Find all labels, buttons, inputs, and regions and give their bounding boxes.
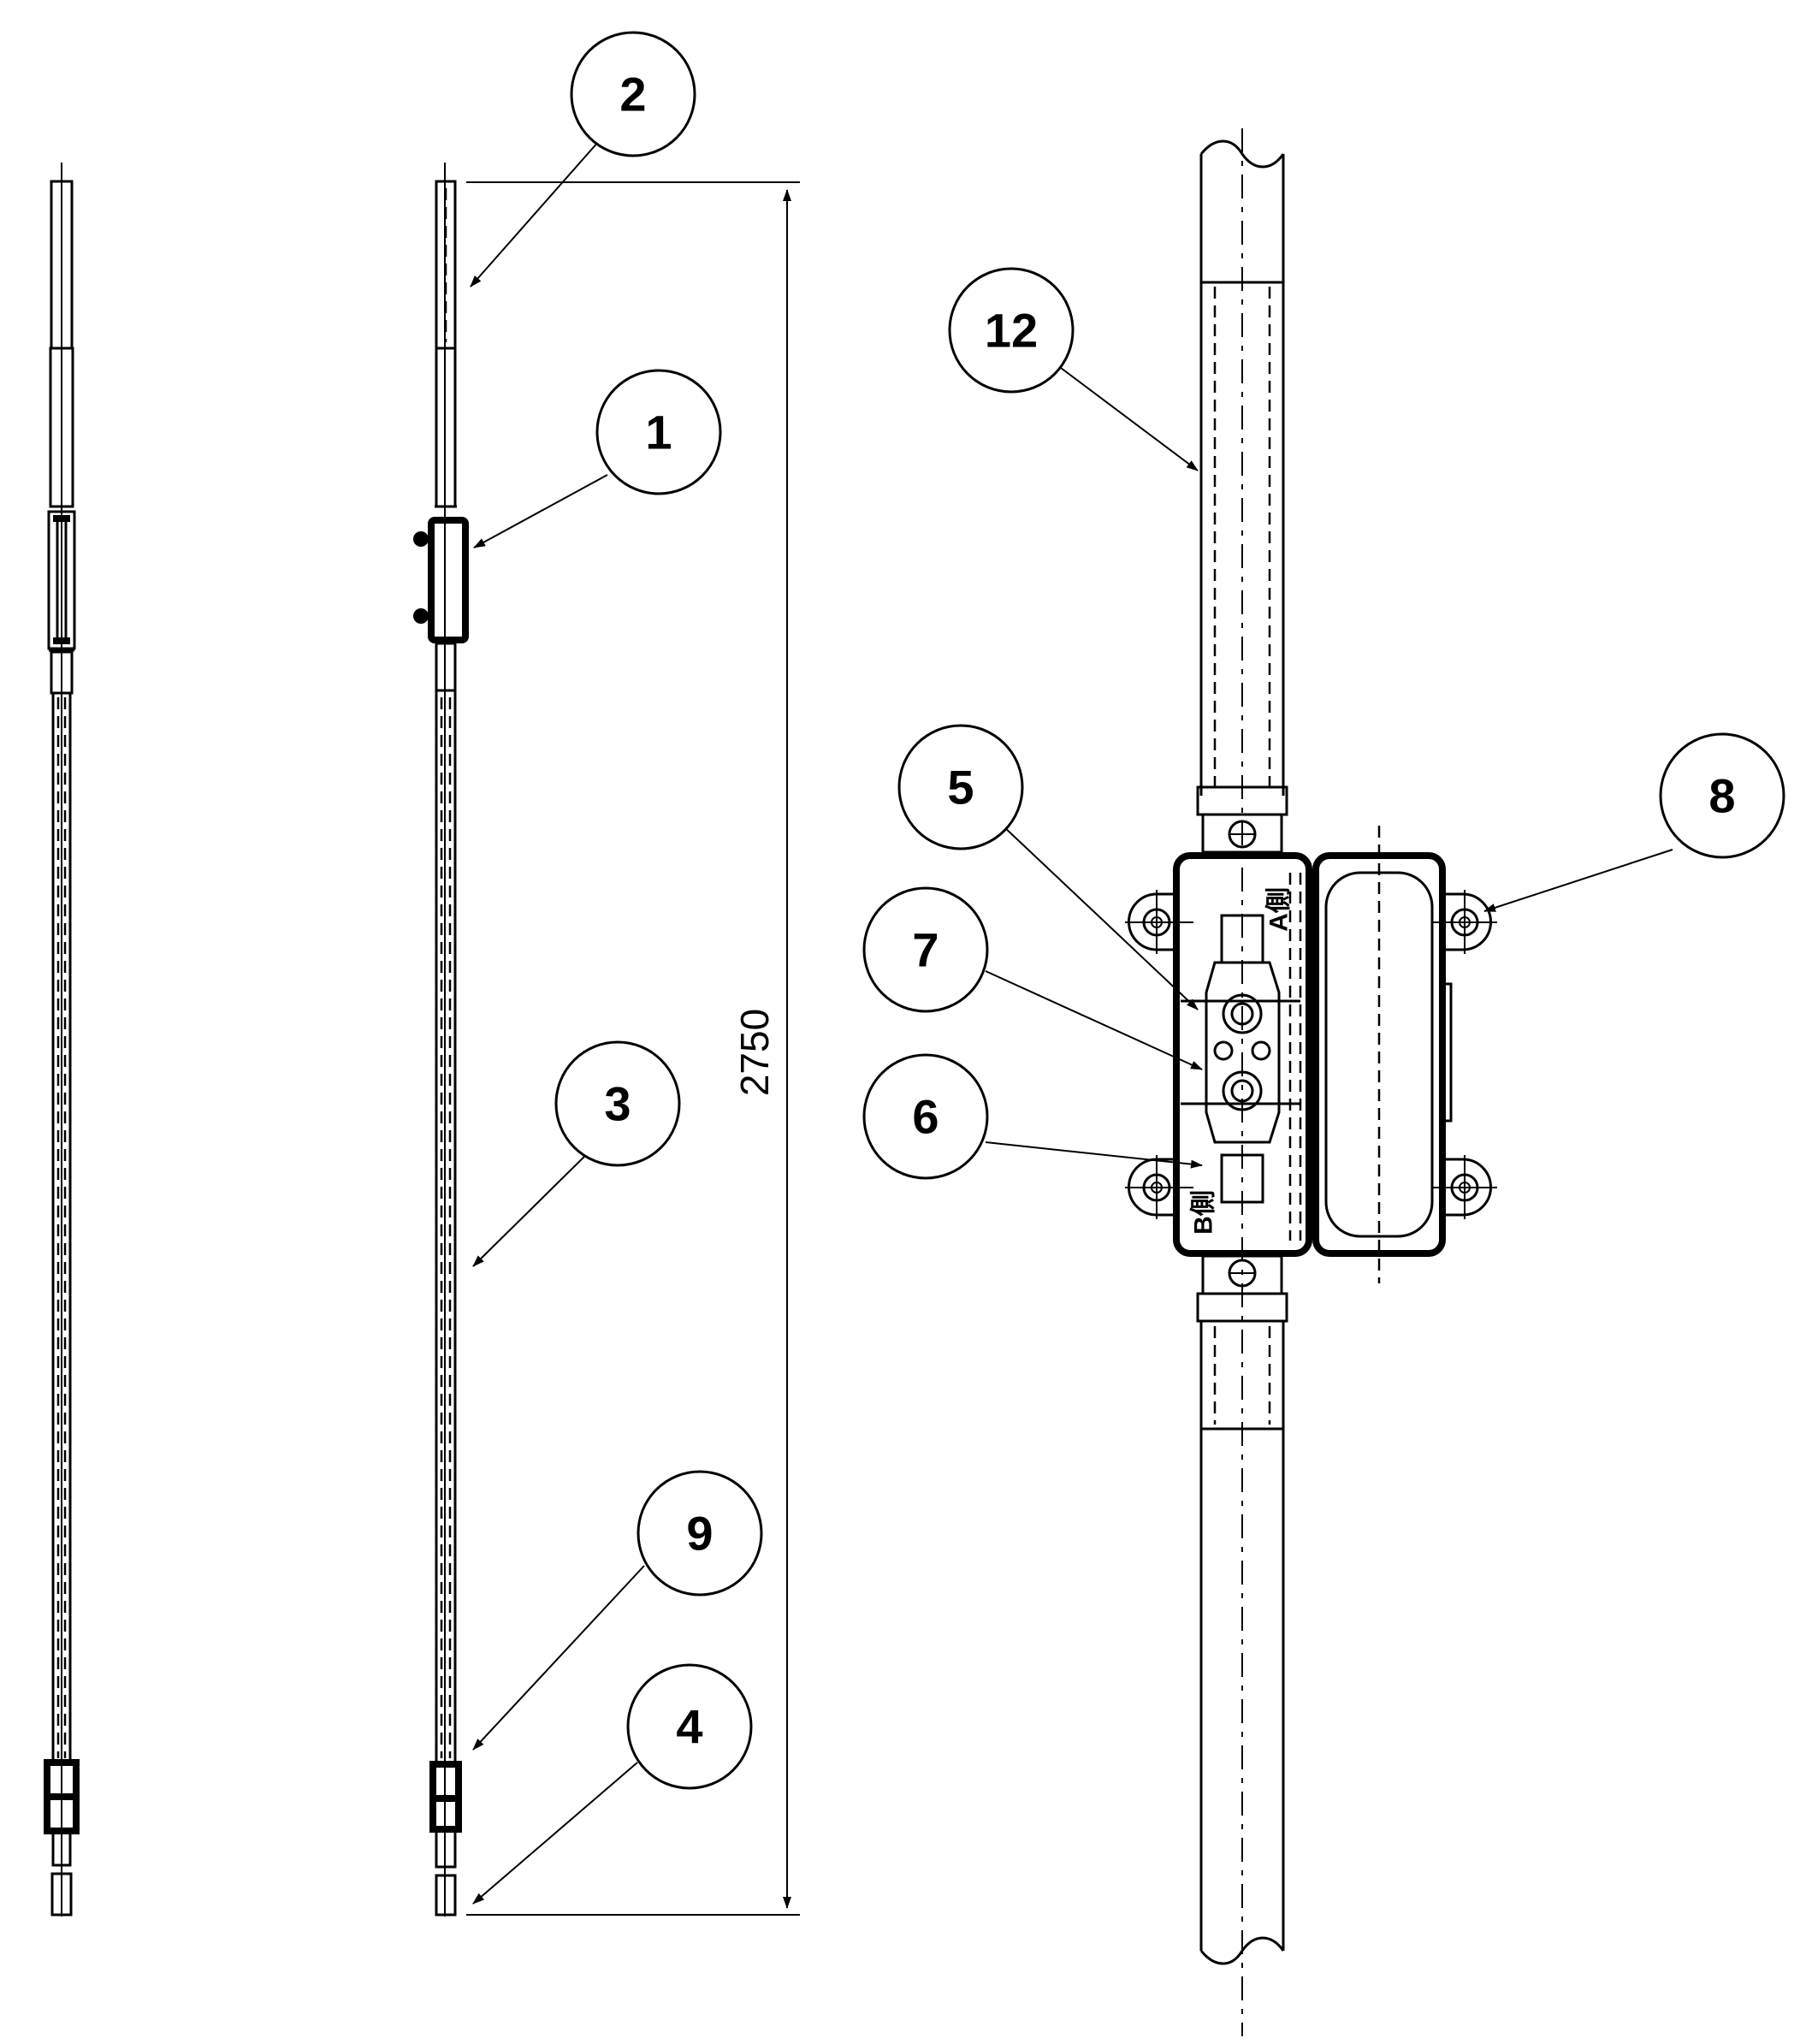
leader-lines	[470, 140, 1673, 1905]
callout-6: 6	[862, 1053, 989, 1180]
callout-8-label: 8	[1708, 769, 1735, 823]
dimension-2750: 2750	[466, 181, 800, 1916]
dimension-text: 2750	[732, 1009, 777, 1096]
callout-9: 9	[637, 1470, 763, 1597]
callout-4: 4	[626, 1663, 753, 1790]
callout-12-label: 12	[985, 304, 1038, 358]
callout-1-label: 1	[645, 406, 672, 459]
callout-4-label: 4	[676, 1700, 702, 1754]
callout-6-label: 6	[912, 1090, 939, 1144]
detail-view: A側 B側	[1125, 128, 1497, 2036]
callout-8: 8	[1659, 732, 1785, 859]
callout-7: 7	[862, 886, 989, 1013]
callout-3-label: 3	[604, 1077, 631, 1131]
left-rod-side-view	[44, 163, 80, 1917]
side-b-label: B側	[1190, 1190, 1218, 1235]
middle-rod-front-view	[413, 163, 469, 1917]
callout-2-label: 2	[619, 68, 646, 121]
callout-7-label: 7	[912, 923, 939, 977]
side-a-label: A側	[1265, 887, 1294, 932]
callout-5-label: 5	[947, 761, 974, 815]
callout-3: 3	[554, 1040, 681, 1167]
callout-2: 2	[570, 31, 696, 157]
callout-12: 12	[948, 267, 1075, 394]
callout-9-label: 9	[686, 1507, 713, 1561]
callout-1: 1	[595, 369, 722, 495]
callout-5: 5	[897, 724, 1024, 850]
